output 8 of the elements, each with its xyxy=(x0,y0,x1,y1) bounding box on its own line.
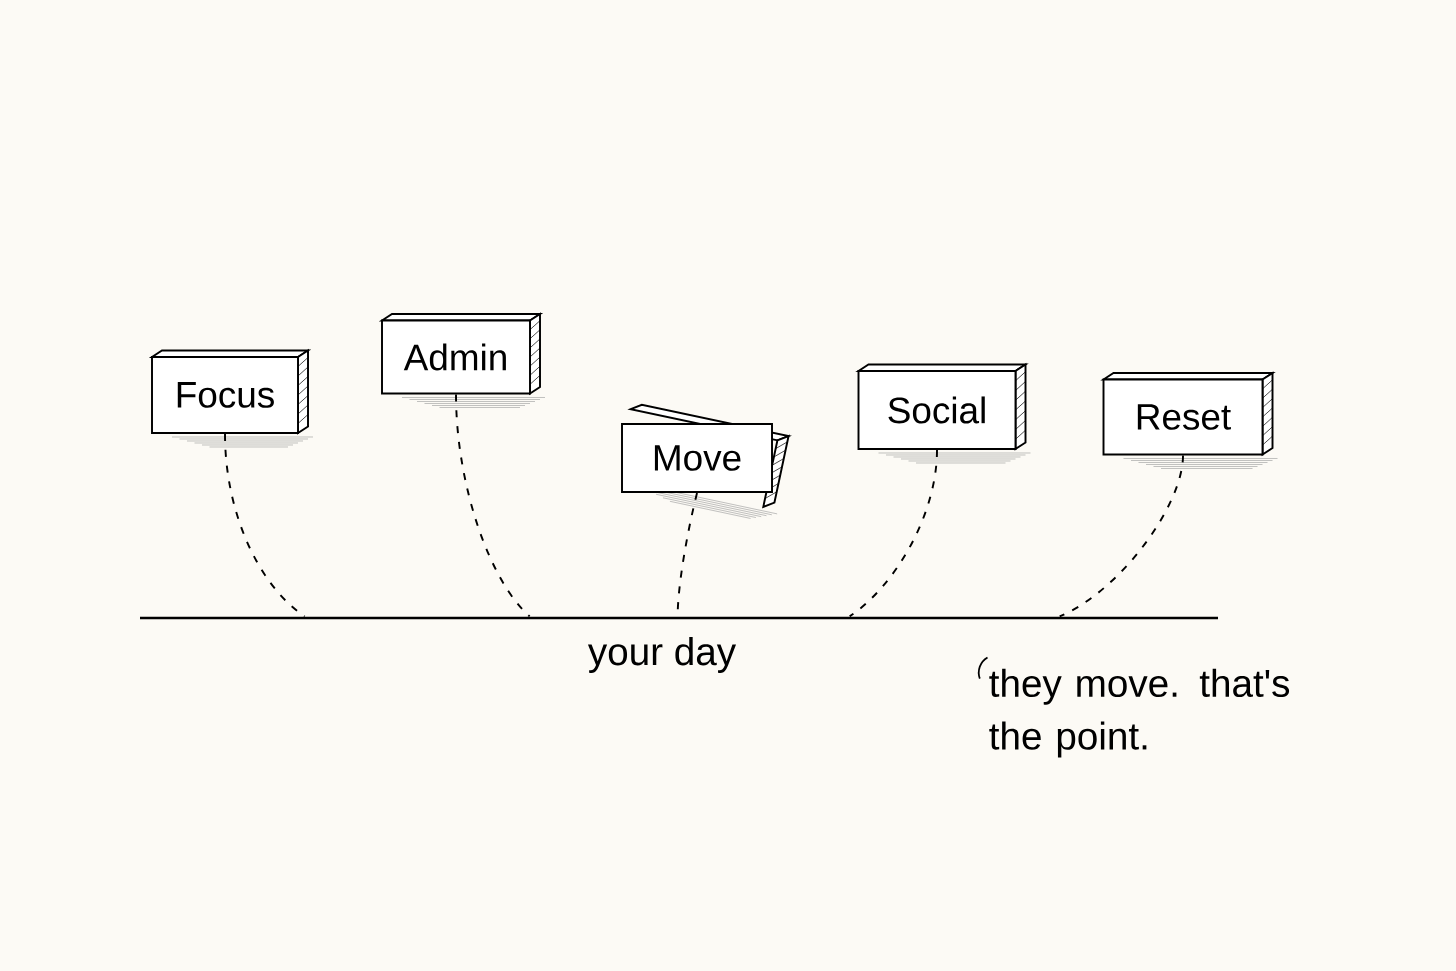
dashed-connector xyxy=(224,433,306,618)
timeline-label: your day xyxy=(587,636,737,673)
dashed-connector xyxy=(848,449,938,618)
note-text: they move. that's the point. xyxy=(989,668,1290,758)
timeline xyxy=(140,616,1218,620)
block: Move xyxy=(621,403,792,519)
dashed-connector xyxy=(1058,454,1184,618)
dashed-connector xyxy=(455,393,531,618)
